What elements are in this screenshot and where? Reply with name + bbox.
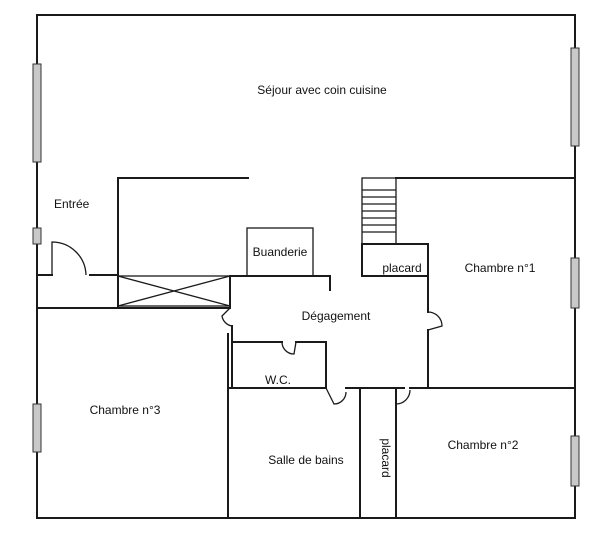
stair-treads <box>362 189 396 233</box>
bath-door <box>325 387 347 405</box>
label-degagement: Dégagement <box>302 309 371 323</box>
window-chambre3 <box>32 403 42 453</box>
room-labels: Séjour avec coin cuisine Entrée Buanderi… <box>54 83 536 478</box>
window-chambre2 <box>570 435 580 487</box>
chambre1-door <box>427 311 443 331</box>
label-placard-bottom: placard <box>379 438 393 477</box>
degagement-west-door <box>221 307 233 327</box>
entry-door <box>51 241 87 276</box>
label-placard-top: placard <box>382 261 421 275</box>
wc-door <box>281 341 297 355</box>
placard-bottom-box <box>359 387 397 519</box>
chambre2-door <box>395 388 411 405</box>
label-chambre3: Chambre n°3 <box>90 403 161 417</box>
windows <box>32 47 580 487</box>
window-entree <box>32 227 42 245</box>
label-buanderie: Buanderie <box>253 245 308 259</box>
window-chambre1 <box>570 257 580 309</box>
label-chambre1: Chambre n°1 <box>465 261 536 275</box>
window-sejour-left <box>32 63 42 163</box>
window-sejour-right <box>570 47 580 147</box>
label-salle-de-bains: Salle de bains <box>268 453 343 467</box>
label-sejour: Séjour avec coin cuisine <box>257 83 387 97</box>
label-wc: W.C. <box>265 373 291 387</box>
label-entree: Entrée <box>54 197 90 211</box>
label-chambre2: Chambre n°2 <box>448 438 519 452</box>
interior-walls <box>36 177 576 519</box>
